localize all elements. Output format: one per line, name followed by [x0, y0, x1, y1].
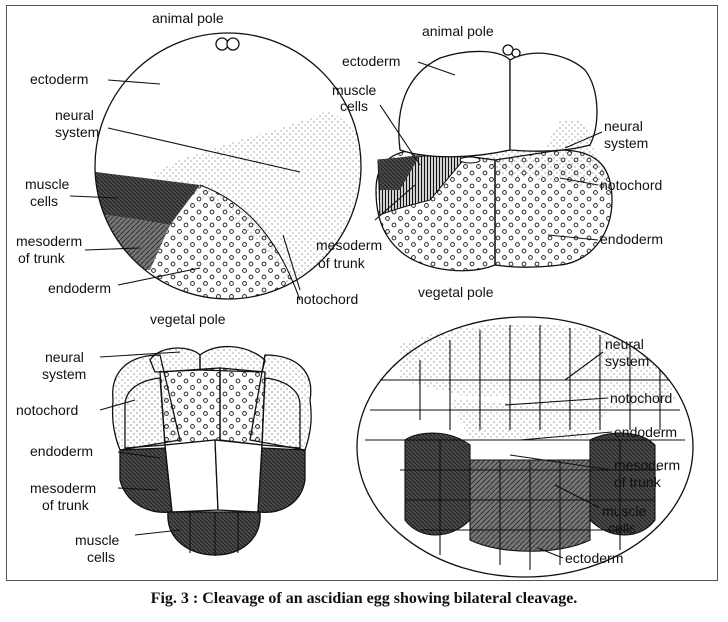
label-tr-muscle: muscle [332, 82, 377, 98]
label-tl-animal-pole: animal pole [152, 10, 224, 26]
label-tl-mesoderm: mesoderm [16, 233, 82, 249]
label-tr-cells: cells [340, 98, 368, 114]
label-bl-muscle: muscle [75, 532, 120, 548]
label-bl-cells: cells [87, 549, 115, 565]
label-br-mesoderm: mesoderm [614, 457, 680, 473]
label-br-system: system [605, 353, 649, 369]
label-br-endoderm: endoderm [614, 424, 677, 440]
labels-top-right: animal pole ectoderm muscle cells neural… [316, 23, 663, 300]
label-bl-mesoderm: mesoderm [30, 480, 96, 496]
label-tl-cells: cells [30, 193, 58, 209]
label-tl-neural: neural [55, 107, 94, 123]
label-br-cells: cells [608, 520, 636, 536]
label-tr-system: system [604, 135, 648, 151]
label-tl-system: system [55, 124, 99, 140]
panel-late-stage [356, 316, 694, 578]
label-bl-of-trunk: of trunk [42, 497, 90, 513]
label-tr-vegetal-pole: vegetal pole [418, 284, 494, 300]
label-bl-endoderm: endoderm [30, 443, 93, 459]
label-tl-of-trunk: of trunk [18, 250, 66, 266]
panel-egg [94, 32, 362, 301]
label-tl-notochord: notochord [296, 291, 358, 307]
figure-caption: Fig. 3 : Cleavage of an ascidian egg sho… [0, 590, 728, 608]
label-tr-of-trunk: of trunk [318, 255, 366, 271]
panel-8-cell [375, 44, 613, 272]
labels-bottom-right: neural system notochord endoderm mesoder… [565, 336, 680, 566]
label-tr-notochord: notochord [600, 177, 662, 193]
label-bl-notochord: notochord [16, 402, 78, 418]
label-bl-vegetal-pole: vegetal pole [150, 311, 226, 327]
label-bl-system: system [42, 366, 86, 382]
label-bl-neural: neural [45, 349, 84, 365]
label-br-notochord: notochord [610, 390, 672, 406]
labels-top-left: animal pole ectoderm neural system muscl… [16, 10, 358, 307]
label-br-ectoderm: ectoderm [565, 550, 623, 566]
label-tl-endoderm: endoderm [48, 280, 111, 296]
label-tr-endoderm: endoderm [600, 231, 663, 247]
labels-bottom-left: vegetal pole neural system notochord end… [16, 311, 226, 565]
cleavage-diagram: animal pole ectoderm neural system muscl… [16, 10, 694, 578]
leader-lines [69, 61, 613, 559]
label-br-muscle: muscle [602, 503, 647, 519]
label-tr-neural: neural [604, 118, 643, 134]
label-br-neural: neural [605, 336, 644, 352]
panel-vegetal-view [111, 345, 312, 556]
label-tr-animal-pole: animal pole [422, 23, 494, 39]
label-br-of-trunk: of trunk [614, 474, 662, 490]
caption-figure-number: Fig. 3 [150, 590, 189, 607]
caption-text: : Cleavage of an ascidian egg showing bi… [192, 590, 578, 607]
label-tr-ectoderm: ectoderm [342, 53, 400, 69]
label-tl-muscle: muscle [25, 176, 70, 192]
label-tl-ectoderm: ectoderm [30, 71, 88, 87]
label-tr-mesoderm: mesoderm [316, 237, 382, 253]
